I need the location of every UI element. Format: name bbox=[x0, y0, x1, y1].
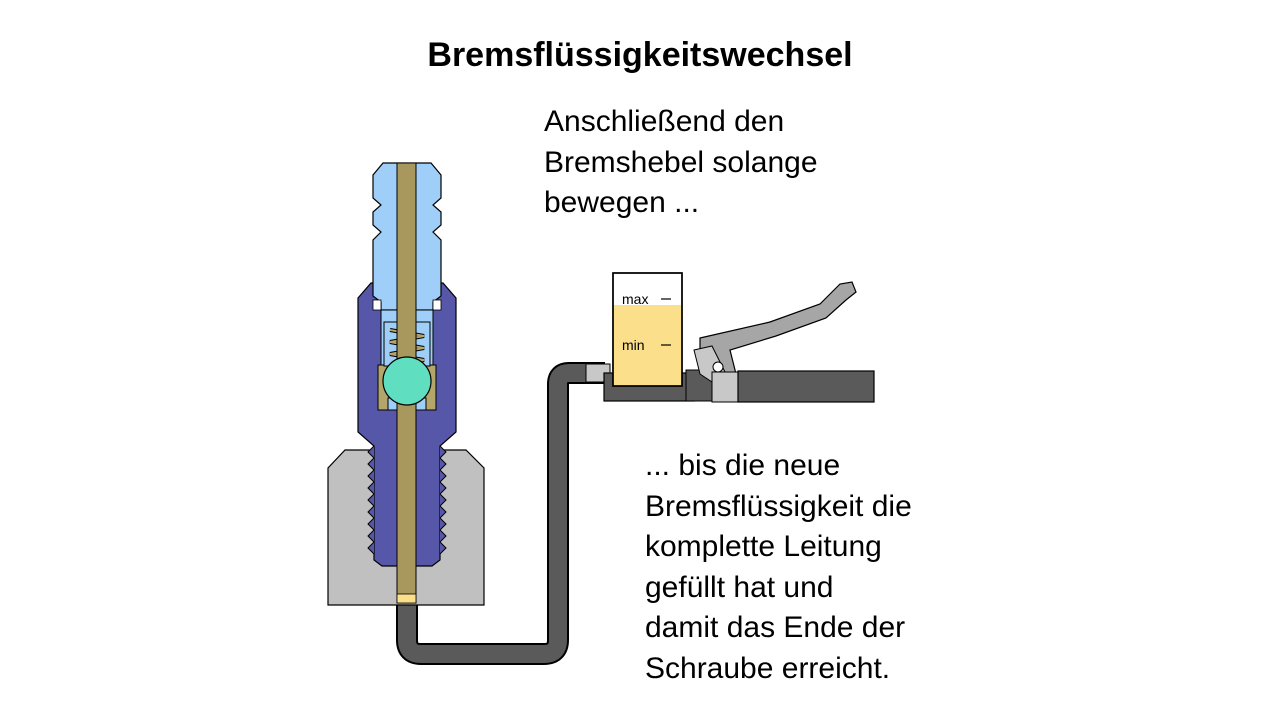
instruction-line: komplette Leitung bbox=[645, 530, 882, 563]
instruction-line: bewegen ... bbox=[544, 186, 700, 219]
instruction-line: ... bis die neue bbox=[645, 449, 841, 482]
instruction-line: Bremsflüssigkeit die bbox=[645, 489, 912, 523]
instruction-line: gefüllt hat und bbox=[645, 570, 834, 604]
instruction-line: Anschließend den bbox=[544, 105, 785, 138]
min-label: min bbox=[622, 337, 645, 353]
hose-fill bbox=[398, 364, 605, 663]
brake-lever bbox=[693, 281, 857, 403]
instruction-text-bottom: ... bis die neue Bremsflüssigkeit die ko… bbox=[645, 446, 912, 689]
instruction-line: Schraube erreicht. bbox=[645, 651, 891, 685]
handlebar-grip bbox=[737, 370, 875, 403]
valve-spring bbox=[389, 328, 425, 368]
fluid-reservoir: max min bbox=[612, 272, 683, 387]
nut-thread-right bbox=[439, 445, 447, 560]
max-label: max bbox=[622, 291, 648, 307]
nut-thread-left bbox=[367, 445, 375, 560]
nut-gap-left bbox=[372, 299, 382, 311]
brake-hose bbox=[396, 362, 605, 665]
valve-ball bbox=[382, 356, 432, 406]
instruction-line: damit das Ende der bbox=[645, 611, 906, 644]
instruction-text-top: Anschließend den Bremshebel solange bewe… bbox=[544, 102, 818, 224]
page-title: Bremsflüssigkeitswechsel bbox=[427, 36, 853, 74]
instruction-line: Bremshebel solange bbox=[544, 145, 818, 179]
nut-gap-right bbox=[432, 299, 442, 311]
